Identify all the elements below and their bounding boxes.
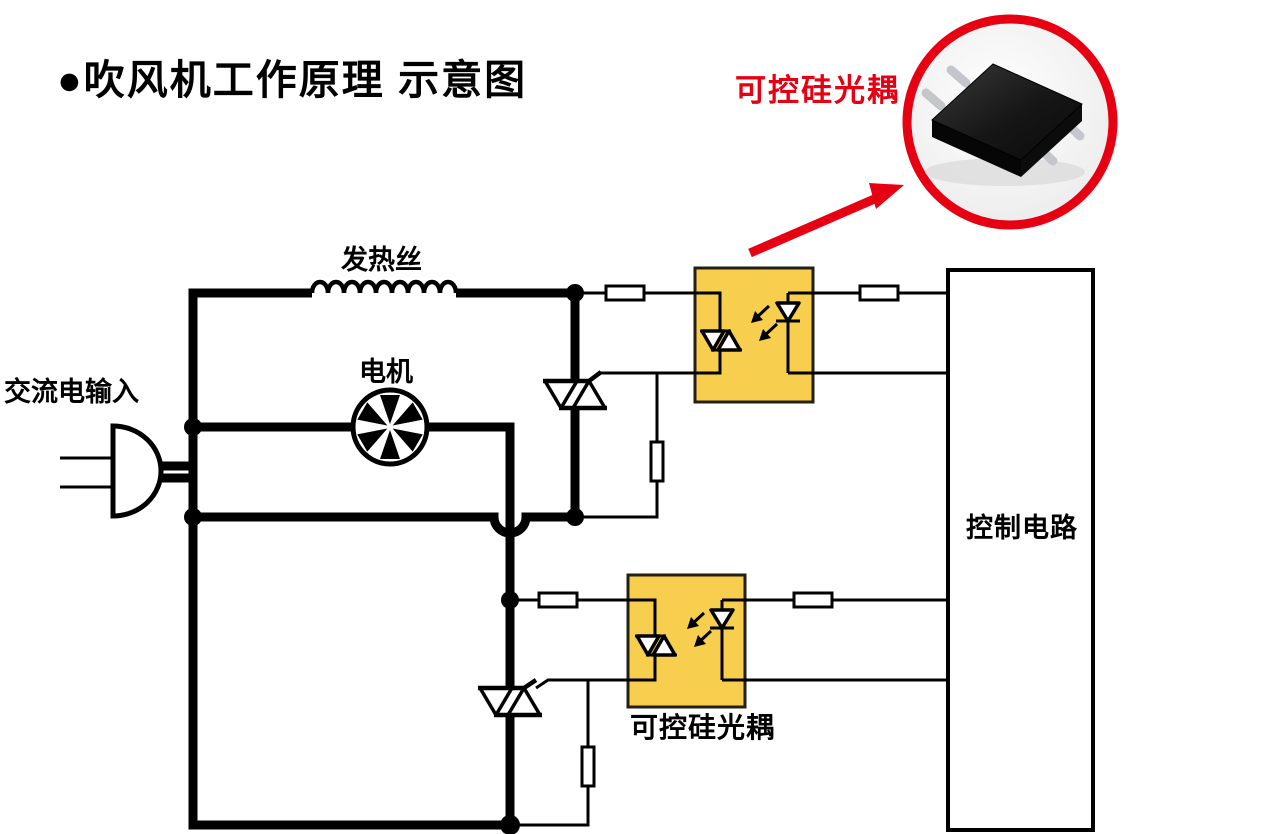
optocoupler-bottom-internals: [635, 608, 735, 657]
wire-motor-row: [193, 422, 515, 825]
motor-symbol: [350, 387, 430, 467]
plug-body: [110, 423, 164, 519]
label-optocoupler-callout: 可控硅光耦: [735, 73, 900, 108]
opto-led-icon: [709, 608, 735, 630]
top-opto-wiring: [575, 291, 950, 519]
resistor: [580, 745, 596, 788]
junction-dots: [184, 284, 584, 834]
callout-arrow-head: [869, 183, 904, 209]
triac-top: [543, 370, 607, 411]
triac-bottom: [478, 678, 542, 718]
resistor: [792, 591, 834, 609]
optocoupler-top-internals: [700, 301, 801, 352]
wire-left-bus: [188, 288, 506, 830]
page-title: ●吹风机工作原理 示意图: [57, 57, 528, 103]
light-arrows-icon: [751, 304, 779, 341]
optocoupler-chip-photo: [921, 63, 1085, 186]
opto-led-icon: [775, 301, 801, 323]
wire-top-gate-resistor-branch: [575, 373, 659, 519]
opto-triac-icon: [635, 634, 677, 657]
callout-arrow-shaft: [748, 192, 881, 258]
plug-prongs: [60, 456, 113, 489]
resistor: [858, 284, 900, 302]
ac-plug: [60, 423, 164, 519]
label-heating-wire: 发热丝: [341, 245, 422, 275]
opto-triac-icon: [700, 329, 742, 352]
fan-blades: [357, 395, 423, 459]
wire-top-opto-right: [786, 291, 950, 375]
wire-bottom-opto-right: [720, 598, 950, 682]
label-optocoupler-bottom: 可控硅光耦: [630, 712, 776, 743]
label-motor: 电机: [359, 357, 413, 387]
wire-neutral-row-with-hop: [193, 512, 575, 538]
heating-coil-symbol: [309, 279, 459, 294]
resistor: [604, 284, 646, 302]
light-arrows-icon: [687, 611, 713, 647]
label-ac-input: 交流电输入: [4, 377, 139, 407]
label-control-circuit: 控制电路: [966, 513, 1078, 543]
resistors: [537, 284, 900, 788]
resistor: [649, 440, 665, 483]
optocoupler-callout: [748, 14, 1118, 258]
resistor: [537, 591, 579, 609]
control-circuit-box: [946, 268, 1095, 832]
